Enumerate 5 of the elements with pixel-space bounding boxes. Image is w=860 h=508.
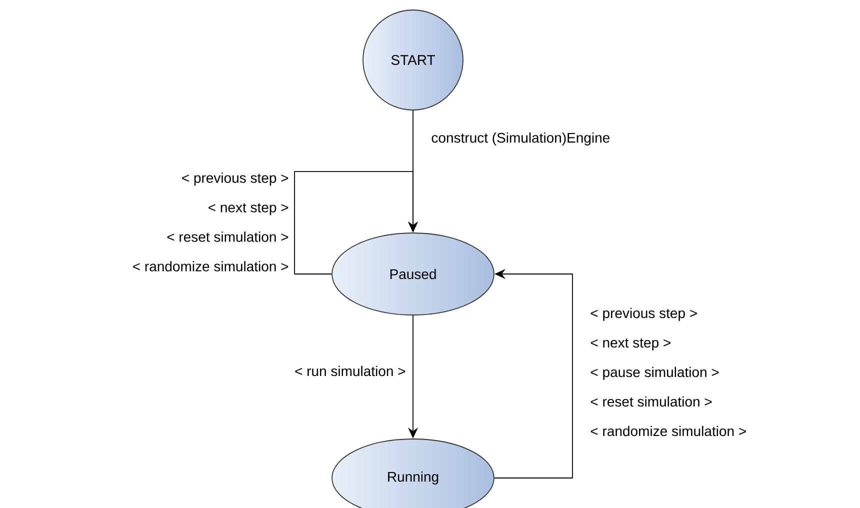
edge-label: < previous step > < next step > < pause simulation > < reset simulation > < randomize simulation > — [589, 306, 748, 438]
edge-label: construct (Simulation)Engine — [430, 131, 612, 147]
arrow — [294, 171, 418, 274]
edge-label: < run simulation > — [294, 364, 407, 378]
edge-label: < previous step > < next step > < reset simulation > < randomize simulation > — [131, 172, 290, 272]
